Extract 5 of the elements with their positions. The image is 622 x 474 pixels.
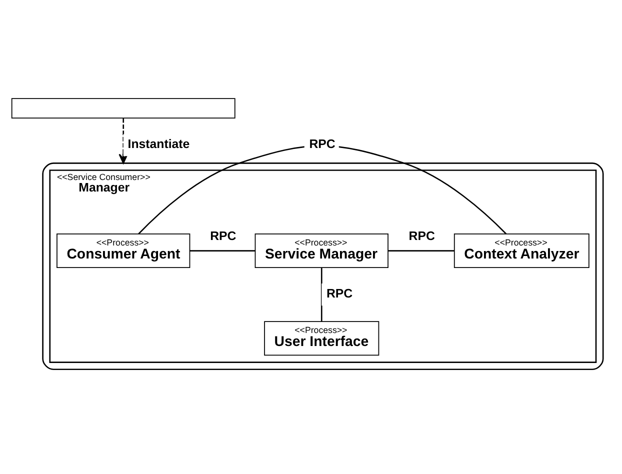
edge-label: RPC xyxy=(210,228,236,242)
edge-label: RPC xyxy=(408,228,435,242)
edge-label: RPC xyxy=(309,136,336,150)
edge-label: RPC xyxy=(326,286,353,300)
edge-label: Instantiate xyxy=(128,136,190,150)
